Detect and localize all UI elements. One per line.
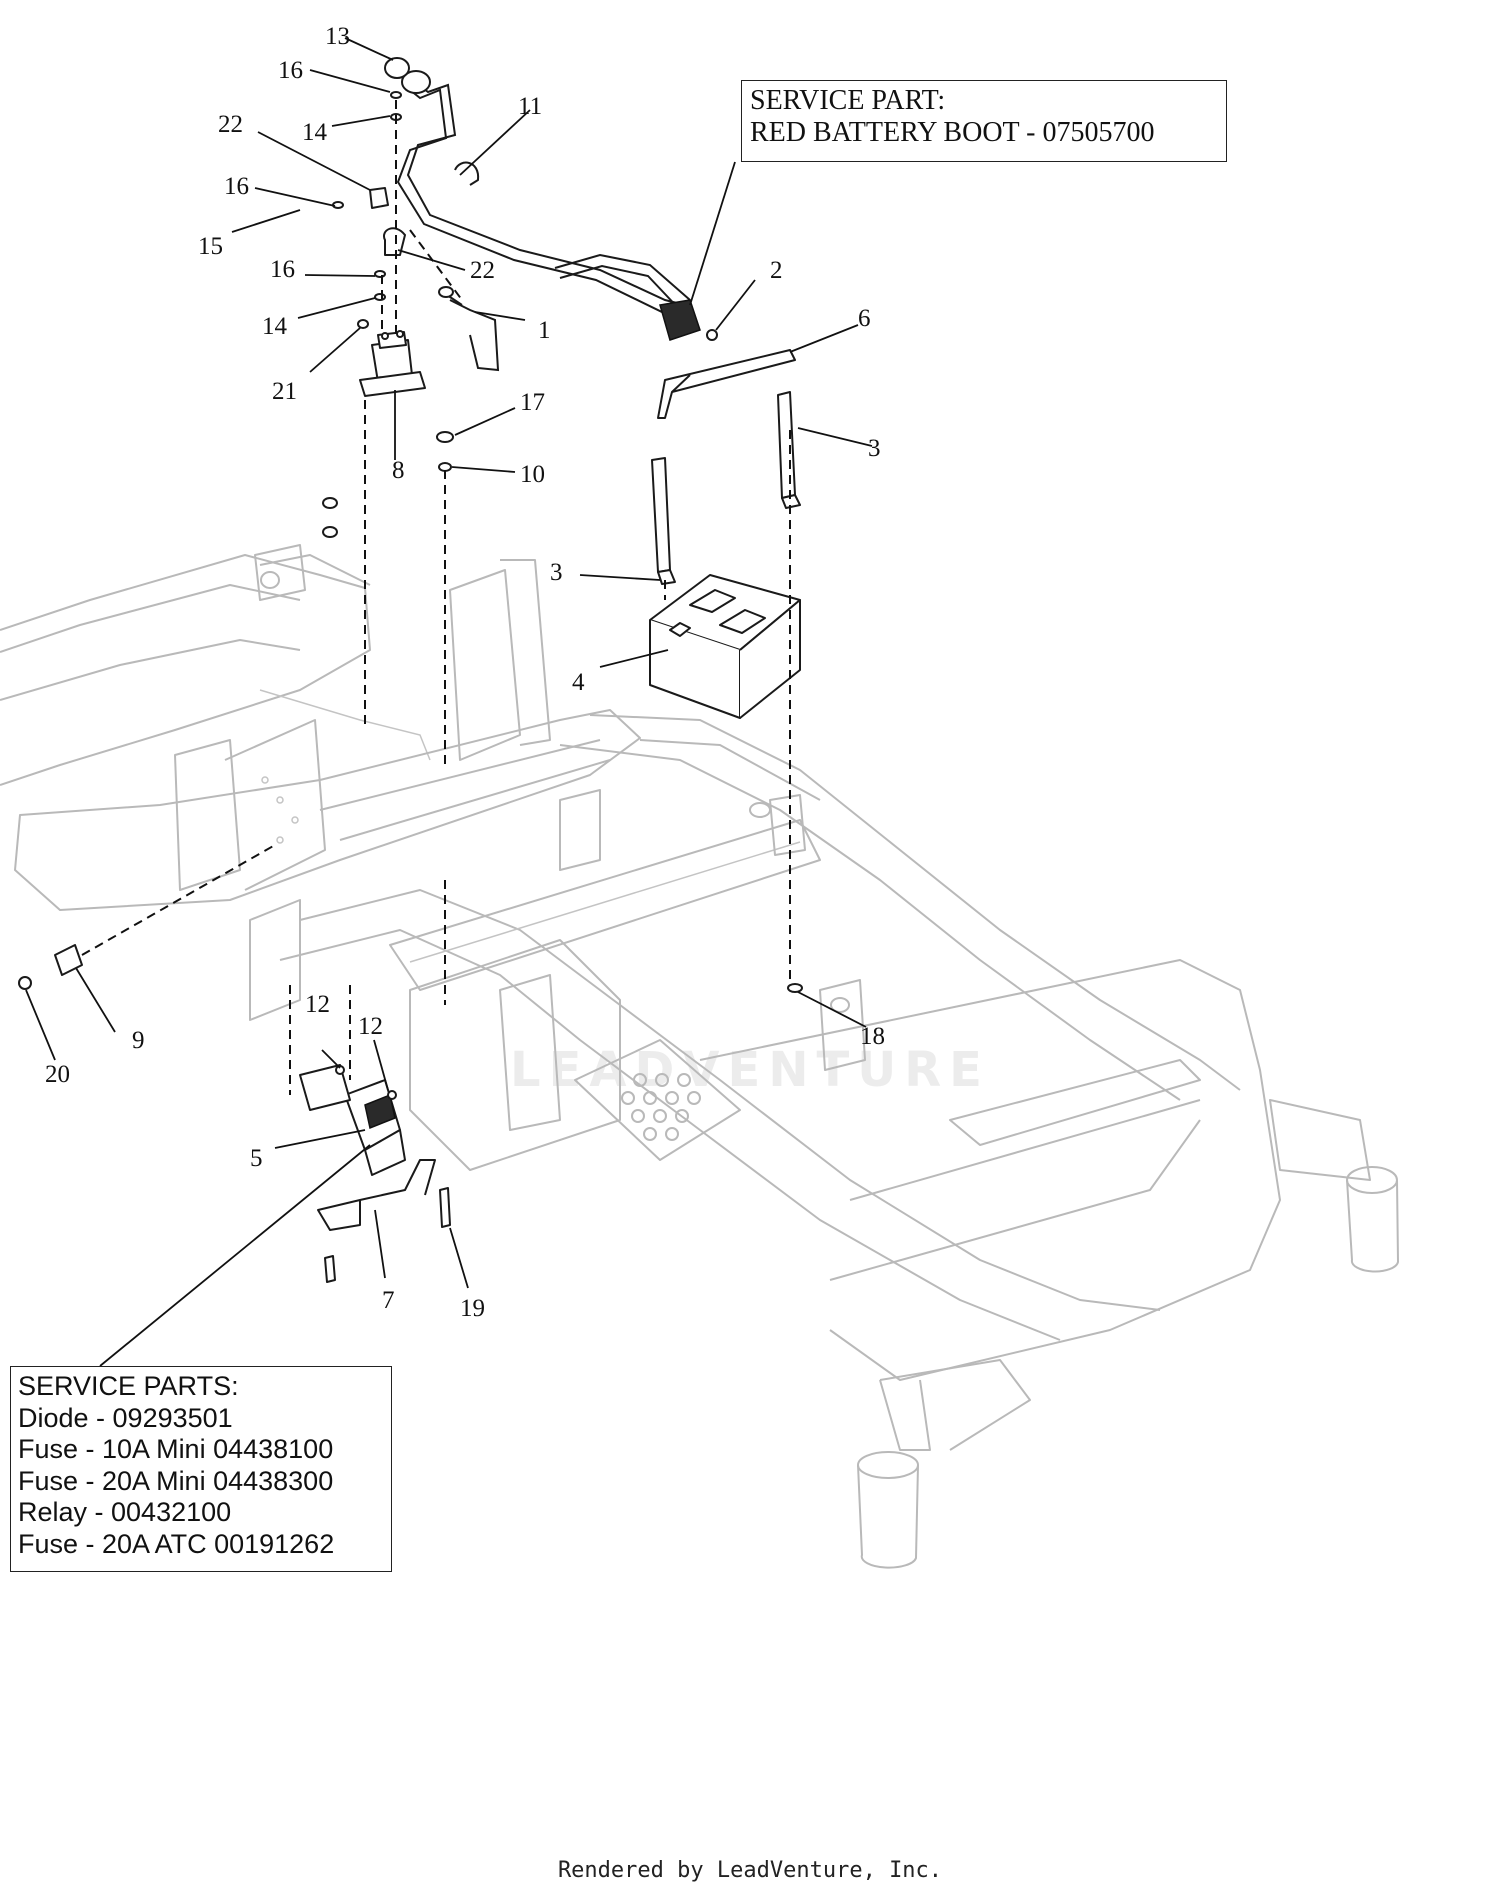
service-part-fuse-10a: Fuse - 10A Mini 04438100 xyxy=(18,1434,334,1464)
callout-15: 15 xyxy=(198,233,223,260)
callout-14-low: 14 xyxy=(262,313,288,340)
callout-11: 11 xyxy=(518,93,542,120)
callout-7: 7 xyxy=(382,1287,395,1314)
service-part-relay: Relay - 00432100 xyxy=(18,1497,232,1527)
service-part-battery-boot: RED BATTERY BOOT - 07505700 xyxy=(750,117,1155,148)
battery-cable-assembly xyxy=(369,57,701,372)
service-part-fuse-20a-mini: Fuse - 20A Mini 04438300 xyxy=(18,1465,334,1496)
footer-rendered-by: Rendered by LeadVenture, Inc. xyxy=(557,1858,943,1883)
callout-18: 18 xyxy=(860,1023,885,1050)
service-part-battery-boot-box: SERVICE PART: RED BATTERY BOOT - 0750570… xyxy=(741,80,1227,162)
callout-16-mid: 16 xyxy=(224,173,249,200)
callout-22-top: 22 xyxy=(218,111,243,138)
battery-hold-down-parts xyxy=(651,329,801,585)
callout-22-low: 22 xyxy=(470,257,495,284)
callout-21: 21 xyxy=(272,378,297,405)
callout-20: 20 xyxy=(45,1061,70,1088)
solenoid-assembly xyxy=(359,330,426,397)
callout-1: 1 xyxy=(538,317,551,344)
callout-13: 13 xyxy=(325,23,350,50)
callout-3-left: 3 xyxy=(550,559,563,586)
assembly-dash-lines xyxy=(81,100,791,1095)
callout-2: 2 xyxy=(770,257,783,284)
callout-numbers: 13 16 14 11 22 16 15 16 22 14 1 21 8 17 … xyxy=(45,23,885,1322)
callout-16-top: 16 xyxy=(278,57,303,84)
callout-leaders xyxy=(25,37,873,1367)
mower-frame xyxy=(0,544,1399,1569)
callout-4: 4 xyxy=(572,669,585,696)
callout-10: 10 xyxy=(520,461,545,488)
hardware-bits xyxy=(18,91,803,993)
callout-9: 9 xyxy=(132,1027,145,1054)
service-part-heading: SERVICE PART: xyxy=(750,85,946,116)
callout-14-top: 14 xyxy=(302,119,328,146)
callout-12-left: 12 xyxy=(305,991,330,1018)
callout-5: 5 xyxy=(250,1145,263,1172)
callout-19: 19 xyxy=(460,1295,485,1322)
battery xyxy=(649,574,801,719)
callout-3-right: 3 xyxy=(868,435,881,462)
callout-12-right: 12 xyxy=(358,1013,383,1040)
service-part-diode: Diode - 09293501 xyxy=(18,1402,233,1433)
fuse-relay-block xyxy=(299,1064,451,1283)
callout-8: 8 xyxy=(392,457,405,484)
callout-17: 17 xyxy=(520,389,545,416)
callout-6: 6 xyxy=(858,305,871,332)
service-part-fuse-20a-atc: Fuse - 20A ATC 00191262 xyxy=(18,1528,335,1559)
service-parts-list-box: SERVICE PARTS: Diode - 09293501 Fuse - 1… xyxy=(10,1366,392,1572)
service-parts-heading: SERVICE PARTS: xyxy=(18,1371,239,1401)
callout-16-low: 16 xyxy=(270,256,295,283)
